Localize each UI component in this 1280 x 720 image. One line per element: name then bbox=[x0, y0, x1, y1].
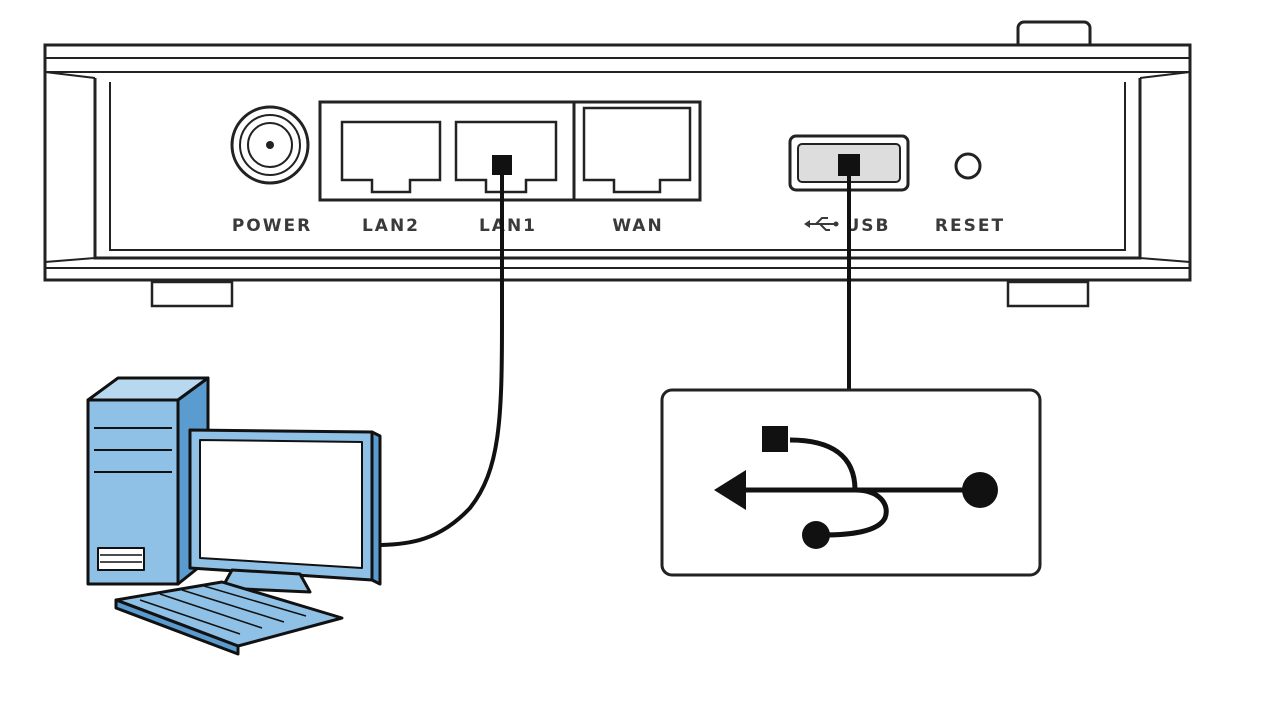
usb-small-icon bbox=[804, 217, 839, 231]
wan-port bbox=[582, 106, 692, 194]
power-label: POWER bbox=[232, 216, 312, 236]
usb-label: USB bbox=[845, 216, 890, 236]
lan2-label: LAN2 bbox=[362, 216, 420, 236]
lan1-label: LAN1 bbox=[479, 216, 537, 236]
reset-label: RESET bbox=[935, 216, 1005, 236]
desktop-computer-icon bbox=[86, 376, 382, 656]
lan1-cable bbox=[375, 155, 512, 547]
power-jack bbox=[230, 105, 310, 185]
reset-button bbox=[954, 152, 982, 180]
lan2-port bbox=[340, 120, 442, 194]
wan-label: WAN bbox=[612, 216, 663, 236]
usb-device bbox=[660, 388, 1042, 577]
usb-cable bbox=[838, 154, 860, 390]
usb-symbol-icon bbox=[714, 426, 998, 549]
